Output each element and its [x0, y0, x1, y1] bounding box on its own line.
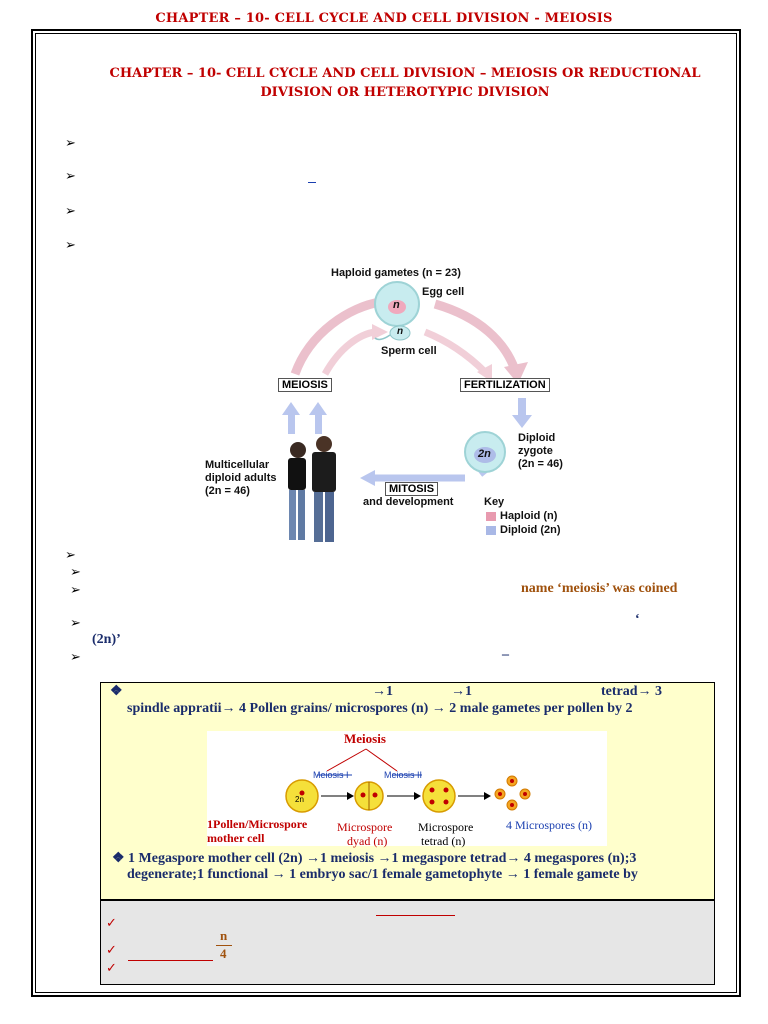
box-line2: spindle appratii→ 4 Pollen grains/ micro…: [127, 701, 633, 716]
check-icon: ✓: [106, 916, 117, 931]
underline-blank: [128, 960, 213, 961]
pmc-label-line1: 1Pollen/Microspore: [207, 817, 308, 831]
box-line1-part-c: tetrad→ 3: [601, 684, 663, 699]
chapter-title-line2: DIVISION OR HETEROTYPIC DIVISION: [260, 85, 550, 100]
fraction-bar: [216, 945, 232, 946]
key-haploid-label: Haploid (n): [500, 510, 558, 522]
page-border-inner: [35, 33, 737, 993]
haploid-gametes-label: Haploid gametes (n = 23): [331, 267, 461, 279]
two-n-text: (2n)’: [92, 632, 121, 647]
box-line4: degenerate;1 functional → 1 embryo sac/1…: [127, 867, 638, 882]
diploid-zygote-label-line2: zygote: [518, 445, 553, 457]
life-cycle-figure: [282, 281, 532, 542]
check-icon: ✓: [106, 961, 117, 976]
dash-text: –: [502, 647, 509, 662]
key-haploid-swatch: [486, 512, 496, 521]
arc-gametes-to-fertilization: [433, 299, 520, 372]
key-diploid-label: Diploid (2n): [500, 524, 561, 536]
bullet-arrow: ➢: [65, 547, 76, 562]
check-icon: ✓: [106, 943, 117, 958]
sperm-n-label: n: [397, 326, 404, 337]
egg-nucleus: [388, 300, 406, 314]
adults-label-line2: diploid adults: [205, 472, 277, 484]
box-line3: ❖ 1 Megaspore mother cell (2n) →1 meiosi…: [112, 851, 637, 866]
tetrad-label-line2: tetrad (n): [421, 834, 466, 848]
bullet-arrow: ➢: [65, 237, 76, 252]
fertilization-step-label: FERTILIZATION: [460, 378, 550, 392]
meiosis-coined-text: name ‘meiosis’ was coined: [521, 581, 678, 596]
underline-blank: [376, 915, 455, 916]
development-label: and development: [363, 496, 454, 508]
microsporogenesis-diagram: Meiosis Meiosis I Meiosis II 2n 1Pollen/…: [207, 731, 607, 848]
page-border-outer: [31, 29, 741, 997]
box-line1-part-b: →1: [451, 684, 472, 699]
sperm-cell-label: Sperm cell: [381, 345, 437, 357]
egg-n-label: n: [393, 299, 400, 311]
page-header: CHAPTER – 10- CELL CYCLE AND CELL DIVISI…: [155, 11, 613, 26]
dyad-label-line2: dyad (n): [347, 834, 388, 848]
box-line1-part-a: →1: [372, 684, 393, 699]
arc-meiosis-to-gametes: [290, 297, 381, 376]
adults-label-line1: Multicellular: [205, 459, 270, 471]
chapter-title-line1: CHAPTER – 10- CELL CYCLE AND CELL DIVISI…: [109, 66, 701, 81]
cell-2n-label: 2n: [295, 795, 304, 804]
underline-mark: [308, 182, 316, 183]
bullet-arrow: ➢: [70, 582, 81, 597]
notes-box: [100, 900, 715, 985]
fraction-numerator: n: [220, 928, 228, 943]
diamond-bullet: ❖: [110, 684, 123, 699]
human-life-cycle-diagram: Haploid gametes (n = 23) Egg cell n n Sp…: [200, 262, 570, 547]
microspores-label: 4 Microspores (n): [506, 818, 592, 832]
egg-cell-label: Egg cell: [422, 286, 465, 298]
meiosis-step-label: MEIOSIS: [278, 378, 332, 392]
pmc-cell: [285, 779, 319, 813]
tetrad-cell: [422, 779, 456, 813]
diploid-adults-figure: [288, 436, 336, 542]
bullet-arrow: ➢: [65, 203, 76, 218]
pmc-label-line2: mother cell: [207, 831, 265, 845]
mitosis-step-label: MITOSIS: [385, 482, 439, 496]
fraction-denominator: 4: [220, 946, 227, 961]
diagram-meiosis-label: Meiosis: [344, 731, 386, 746]
tetrad-label-line1: Microspore: [418, 820, 474, 834]
bullet-arrow: ➢: [65, 135, 76, 150]
key-diploid-swatch: [486, 526, 496, 535]
bullet-arrow: ➢: [70, 649, 81, 664]
zygote-2n-label: 2n: [478, 448, 491, 460]
meiosis-1-label: Meiosis I: [313, 770, 349, 780]
sperm-cell-head: [389, 325, 411, 341]
bullet-arrow: ➢: [65, 168, 76, 183]
diploid-zygote-label-line3: (2n = 46): [518, 458, 563, 470]
quote-mark-text: ‘: [635, 612, 640, 627]
dyad-label-line1: Microspore: [337, 820, 393, 834]
meiosis-2-label: Meiosis II: [384, 770, 423, 780]
adults-label-line3: (2n = 46): [205, 485, 250, 497]
zygote-nucleus: [474, 447, 496, 463]
key-title: Key: [484, 496, 505, 508]
bullet-arrow: ➢: [70, 615, 81, 630]
bullet-arrow: ➢: [70, 564, 81, 579]
diploid-zygote-label-line1: Diploid: [518, 432, 556, 444]
microspore-figure: [285, 748, 531, 813]
